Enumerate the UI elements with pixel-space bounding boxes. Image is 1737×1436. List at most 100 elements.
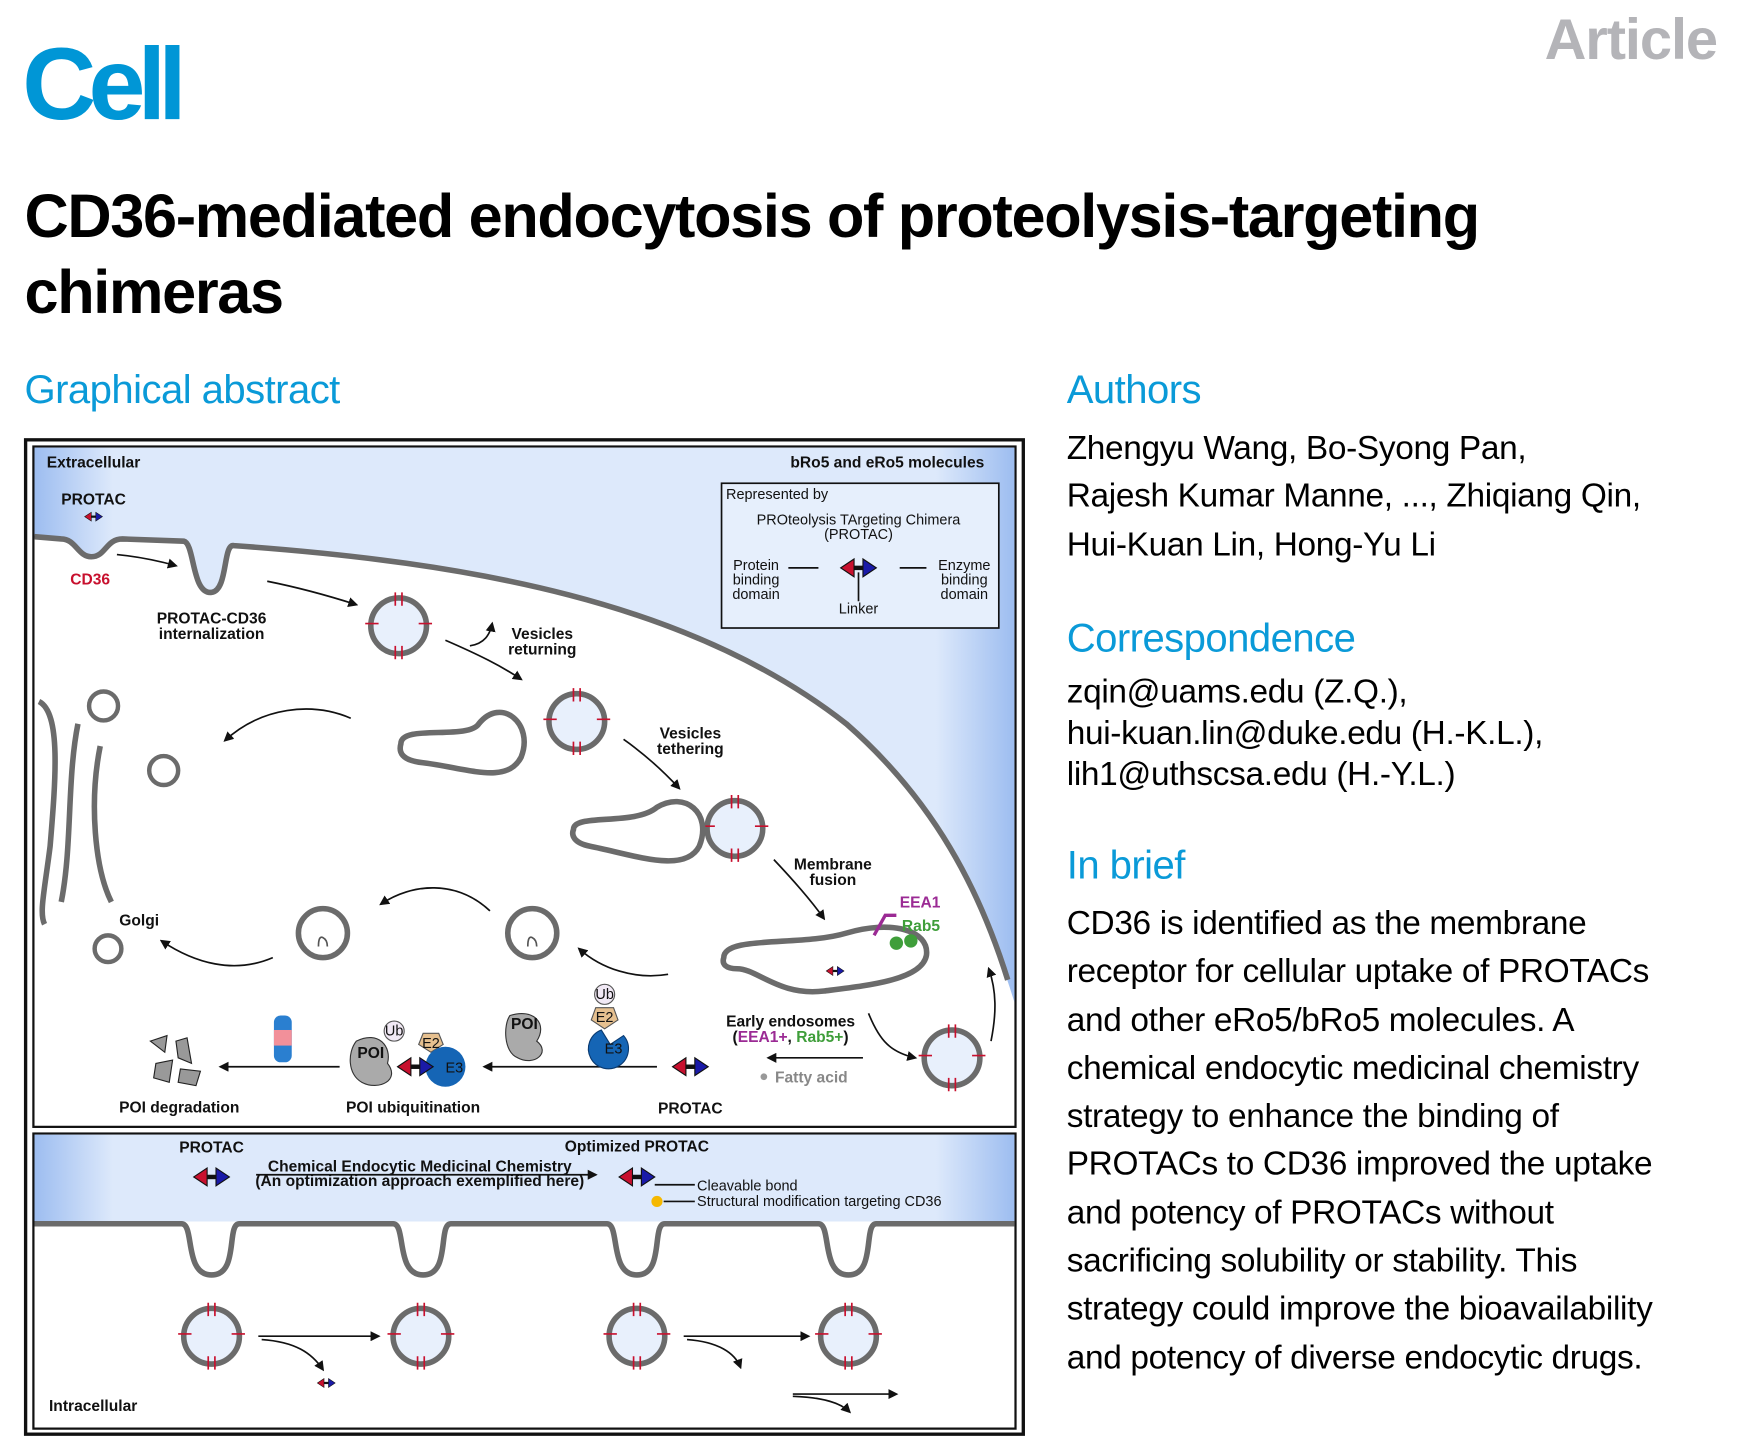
article-type-label: Article bbox=[1544, 7, 1719, 73]
tethering-label-2: tethering bbox=[657, 741, 724, 758]
poi-icon bbox=[505, 1013, 543, 1062]
endosome-compartment bbox=[569, 798, 706, 864]
protac-bottom-label: PROTAC bbox=[658, 1101, 723, 1118]
rab5-icon bbox=[904, 934, 918, 948]
plasma-membrane bbox=[34, 533, 1011, 981]
returning-label-1: Vesicles bbox=[512, 626, 574, 643]
comma: , bbox=[788, 1029, 797, 1046]
internalization-label-1: PROTAC-CD36 bbox=[157, 611, 267, 628]
early-endosomes-markers: (EEA1+, Rab5+) bbox=[733, 1029, 849, 1046]
legend-protein-3: domain bbox=[732, 587, 779, 603]
fusion-label-2: fusion bbox=[810, 872, 857, 889]
paren: ) bbox=[843, 1029, 848, 1046]
e3-label: E3 bbox=[605, 1041, 623, 1057]
tethering-label-1: Vesicles bbox=[660, 725, 722, 742]
legend-represented-by: Represented by bbox=[726, 487, 829, 503]
rab5-label: Rab5 bbox=[902, 918, 940, 935]
author-line: Rajesh Kumar Manne, ..., Zhiqiang Qin, bbox=[1066, 478, 1641, 515]
cd36-label: CD36 bbox=[70, 572, 110, 589]
pathway-arrows bbox=[116, 553, 997, 1072]
golgi-vesicle bbox=[86, 689, 121, 723]
intracellular-label: Intracellular bbox=[49, 1398, 137, 1415]
eea1-icon bbox=[872, 913, 897, 937]
legend-protein-1: Protein bbox=[733, 558, 779, 574]
extracellular-label: Extracellular bbox=[47, 455, 141, 472]
graphical-abstract-heading: Graphical abstract bbox=[24, 366, 340, 412]
molecules-label: bRo5 and eRo5 molecules bbox=[790, 455, 984, 472]
transport-vesicle bbox=[508, 909, 557, 958]
fatty-acid-label: Fatty acid bbox=[775, 1069, 848, 1086]
legend-protac-abbr: (PROTAC) bbox=[824, 527, 893, 543]
proteasome-core bbox=[273, 1029, 292, 1046]
structural-modification-icon bbox=[651, 1195, 663, 1208]
paren: ( bbox=[733, 1029, 739, 1046]
eea1-label: EEA1 bbox=[900, 895, 941, 912]
endosome-compartment bbox=[397, 709, 527, 776]
correspondence-list: zqin@uams.edu (Z.Q.), hui-kuan.lin@duke.… bbox=[1066, 671, 1544, 795]
in-brief-heading: In brief bbox=[1066, 841, 1186, 888]
in-brief-line: chemical endocytic medicinal chemistry bbox=[1066, 1049, 1639, 1087]
e2-label: E2 bbox=[422, 1036, 440, 1052]
golgi-vesicle bbox=[92, 933, 124, 965]
legend-enzyme-3: domain bbox=[941, 587, 988, 603]
e2-icon bbox=[590, 1007, 619, 1030]
authors-heading: Authors bbox=[1066, 366, 1202, 412]
poi-ubiquitination-label: POI ubiquitination bbox=[346, 1099, 480, 1116]
e3-icon bbox=[425, 1046, 466, 1087]
e2-label: E2 bbox=[596, 1010, 614, 1026]
email-link[interactable]: zqin@uams.edu (Z.Q.), bbox=[1066, 673, 1408, 711]
golgi-vesicle bbox=[146, 753, 181, 788]
internalization-label-2: internalization bbox=[159, 626, 265, 643]
in-brief-line: strategy to enhance the binding of bbox=[1066, 1098, 1559, 1135]
rab5-marker: Rab5+ bbox=[796, 1029, 843, 1046]
legend-pointer-lines bbox=[788, 567, 927, 602]
early-endosomes-label: Early endosomes bbox=[726, 1014, 855, 1031]
early-endosome bbox=[720, 924, 930, 995]
in-brief-line: CD36 is identified as the membrane bbox=[1066, 905, 1587, 943]
journal-logo: Cell bbox=[22, 27, 186, 142]
protac-label: PROTAC bbox=[61, 491, 126, 508]
legend-enzyme-1: Enzyme bbox=[938, 558, 990, 574]
cleavable-bond-label: Cleavable bond bbox=[697, 1178, 798, 1194]
ubiquitin-icon bbox=[383, 1020, 405, 1042]
ub-label: Ub bbox=[385, 1024, 404, 1040]
in-brief-line: and potency of PROTACs without bbox=[1066, 1194, 1554, 1232]
rab5-icon bbox=[889, 936, 904, 950]
ubiquitin-icon bbox=[594, 983, 616, 1005]
degraded-poi-icon bbox=[149, 1034, 202, 1087]
golgi-apparatus bbox=[37, 699, 114, 926]
email-link[interactable]: lih1@uthscsa.edu (H.-Y.L.) bbox=[1066, 756, 1456, 793]
poi-label: POI bbox=[511, 1016, 538, 1033]
bottom-membrane bbox=[34, 1220, 1015, 1278]
transport-vesicle bbox=[298, 909, 347, 958]
legend-linker: Linker bbox=[839, 602, 879, 618]
e3-icon bbox=[587, 1029, 630, 1070]
in-brief-text: CD36 is identified as the membrane recep… bbox=[1067, 900, 1735, 1382]
fatty-acid-icon bbox=[760, 1073, 768, 1081]
legend-protein-2: binding bbox=[733, 573, 780, 589]
callout-lines bbox=[654, 1183, 695, 1203]
poi-icon bbox=[349, 1037, 393, 1087]
correspondence-heading: Correspondence bbox=[1066, 614, 1356, 661]
fusion-label-1: Membrane bbox=[794, 857, 872, 874]
legend-protac-name: PROteolysis TArgeting Chimera bbox=[757, 512, 962, 528]
golgi-label: Golgi bbox=[119, 912, 159, 929]
legend-enzyme-2: binding bbox=[941, 573, 988, 589]
structural-modification-label: Structural modification targeting CD36 bbox=[697, 1194, 941, 1210]
in-brief-line: PROTACs to CD36 improved the uptake bbox=[1066, 1146, 1653, 1184]
in-brief-line: sacrificing solubility or stability. Thi… bbox=[1066, 1242, 1578, 1280]
author-line: Zhengyu Wang, Bo-Syong Pan, bbox=[1066, 429, 1527, 467]
lower-protac-label: PROTAC bbox=[179, 1139, 244, 1156]
approach-label-1: Chemical Endocytic Medicinal Chemistry bbox=[268, 1158, 572, 1175]
in-brief-line: strategy could improve the bioavailabili… bbox=[1066, 1290, 1653, 1328]
article-title: CD36-mediated endocytosis of proteolysis… bbox=[24, 181, 1480, 327]
email-link[interactable]: hui-kuan.lin@duke.edu (H.-K.L.), bbox=[1066, 714, 1544, 752]
poi-label: POI bbox=[357, 1045, 384, 1062]
returning-label-2: returning bbox=[508, 642, 576, 659]
poi-degradation-label: POI degradation bbox=[119, 1099, 239, 1116]
approach-label-2: (An optimization approach exemplified he… bbox=[255, 1173, 584, 1190]
e3-label: E3 bbox=[445, 1060, 463, 1076]
in-brief-line: and other eRo5/bRo5 molecules. A bbox=[1066, 1001, 1575, 1039]
ub-label: Ub bbox=[595, 987, 614, 1003]
